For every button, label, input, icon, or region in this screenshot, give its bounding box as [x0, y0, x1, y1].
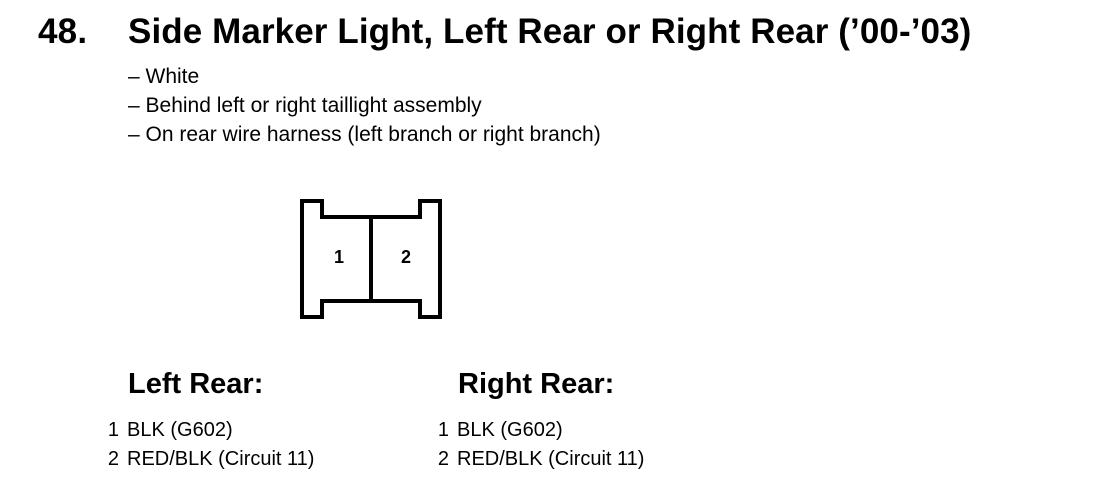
connector-housing	[300, 199, 442, 319]
note-color: – White	[128, 65, 200, 88]
wire-description: BLK (G602)	[457, 419, 563, 441]
pin-number: 1	[437, 419, 449, 441]
section-number: 48.	[38, 12, 88, 51]
connector-pin-2-label: 2	[401, 247, 411, 267]
pin-number: 2	[437, 448, 449, 470]
connector-diagram: 1 2	[300, 199, 442, 319]
note-location: – Behind left or right taillight assembl…	[128, 94, 482, 117]
section-title: Side Marker Light, Left Rear or Right Re…	[128, 12, 972, 51]
wire-description: RED/BLK (Circuit 11)	[457, 448, 645, 470]
connector-pin-1-label: 1	[334, 247, 344, 267]
pin-number: 1	[107, 419, 119, 441]
note-harness: – On rear wire harness (left branch or r…	[128, 123, 601, 146]
left-rear-heading: Left Rear:	[128, 368, 264, 400]
wire-description: RED/BLK (Circuit 11)	[127, 448, 315, 470]
pin-number: 2	[107, 448, 119, 470]
connector-notes: – White – Behind left or right taillight…	[128, 62, 601, 149]
right-rear-heading: Right Rear:	[458, 368, 615, 400]
wire-description: BLK (G602)	[127, 419, 233, 441]
